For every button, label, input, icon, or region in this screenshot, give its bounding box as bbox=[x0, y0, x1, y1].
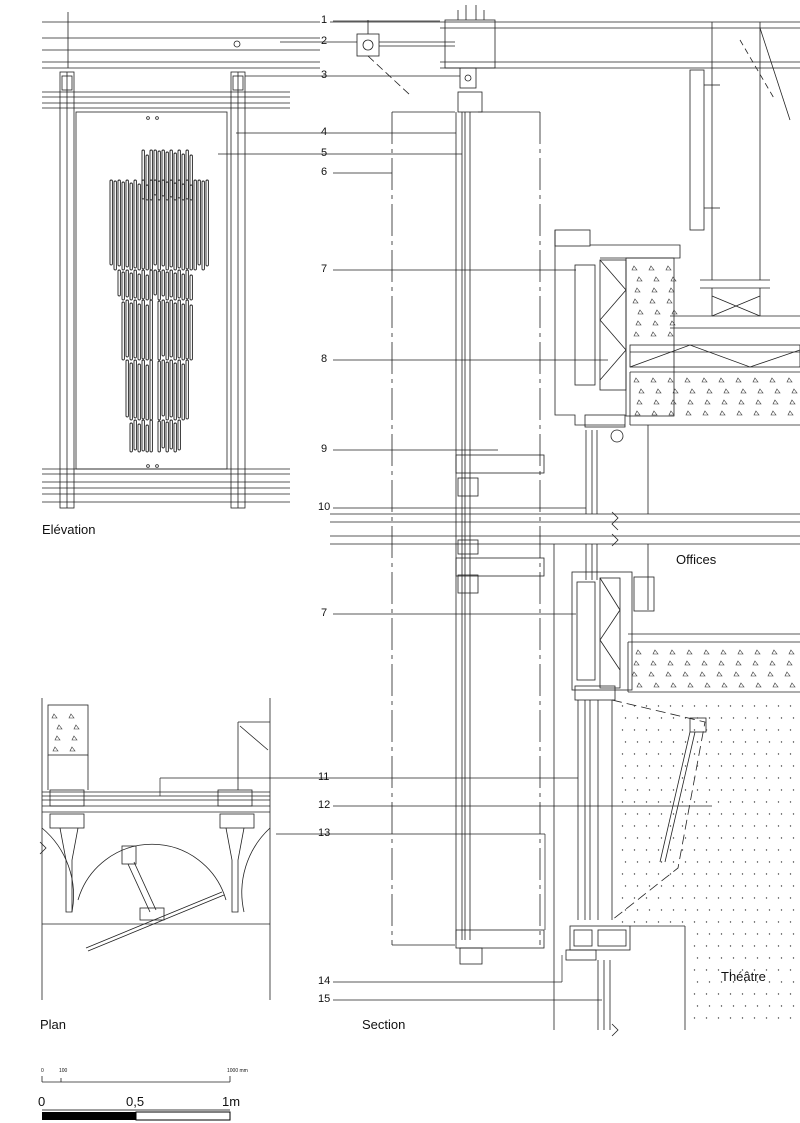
callout-number: 10 bbox=[318, 501, 331, 513]
plan-title: Plan bbox=[40, 1017, 67, 1032]
callout-number: 13 bbox=[318, 827, 331, 839]
scale-bar-large bbox=[42, 1109, 231, 1121]
offices-label: Offices bbox=[676, 552, 717, 567]
callout-leaders bbox=[159, 20, 712, 1001]
callout-number: 4 bbox=[321, 126, 328, 138]
small-scale-tick: 100 bbox=[59, 1068, 68, 1074]
callout-number: 2 bbox=[321, 35, 328, 47]
theatre-label: Théâtre bbox=[721, 969, 766, 984]
callout-number: 5 bbox=[321, 147, 328, 159]
callout-number: 3 bbox=[321, 69, 328, 81]
plan-view bbox=[39, 698, 271, 1000]
callout-number: 7 bbox=[321, 263, 328, 275]
human-figure-pattern bbox=[109, 149, 209, 453]
section-title: Section bbox=[362, 1017, 406, 1032]
callout-number: 12 bbox=[318, 799, 331, 811]
theatre-wall-texture bbox=[621, 705, 795, 1019]
elevation-title: Elévation bbox=[42, 522, 96, 537]
callout-number: 1 bbox=[321, 14, 328, 26]
large-scale-tick: 1m bbox=[222, 1094, 241, 1109]
large-scale-tick: 0 bbox=[38, 1094, 46, 1109]
concrete-hatching bbox=[51, 265, 798, 752]
scale-bars bbox=[41, 1076, 231, 1083]
callout-number: 11 bbox=[318, 771, 330, 783]
callout-number: 6 bbox=[321, 166, 328, 178]
callout-number: 14 bbox=[318, 975, 331, 987]
section-view bbox=[330, 5, 800, 1037]
callout-number: 15 bbox=[318, 993, 331, 1005]
callout-number: 8 bbox=[321, 353, 328, 365]
elevation-view bbox=[42, 12, 320, 509]
small-scale-tick: 0 bbox=[41, 1068, 44, 1074]
large-scale-tick: 0,5 bbox=[126, 1094, 145, 1109]
small-scale-tick: 1000 mm bbox=[227, 1068, 248, 1074]
callout-number: 9 bbox=[321, 443, 328, 455]
callout-number: 7 bbox=[321, 607, 328, 619]
